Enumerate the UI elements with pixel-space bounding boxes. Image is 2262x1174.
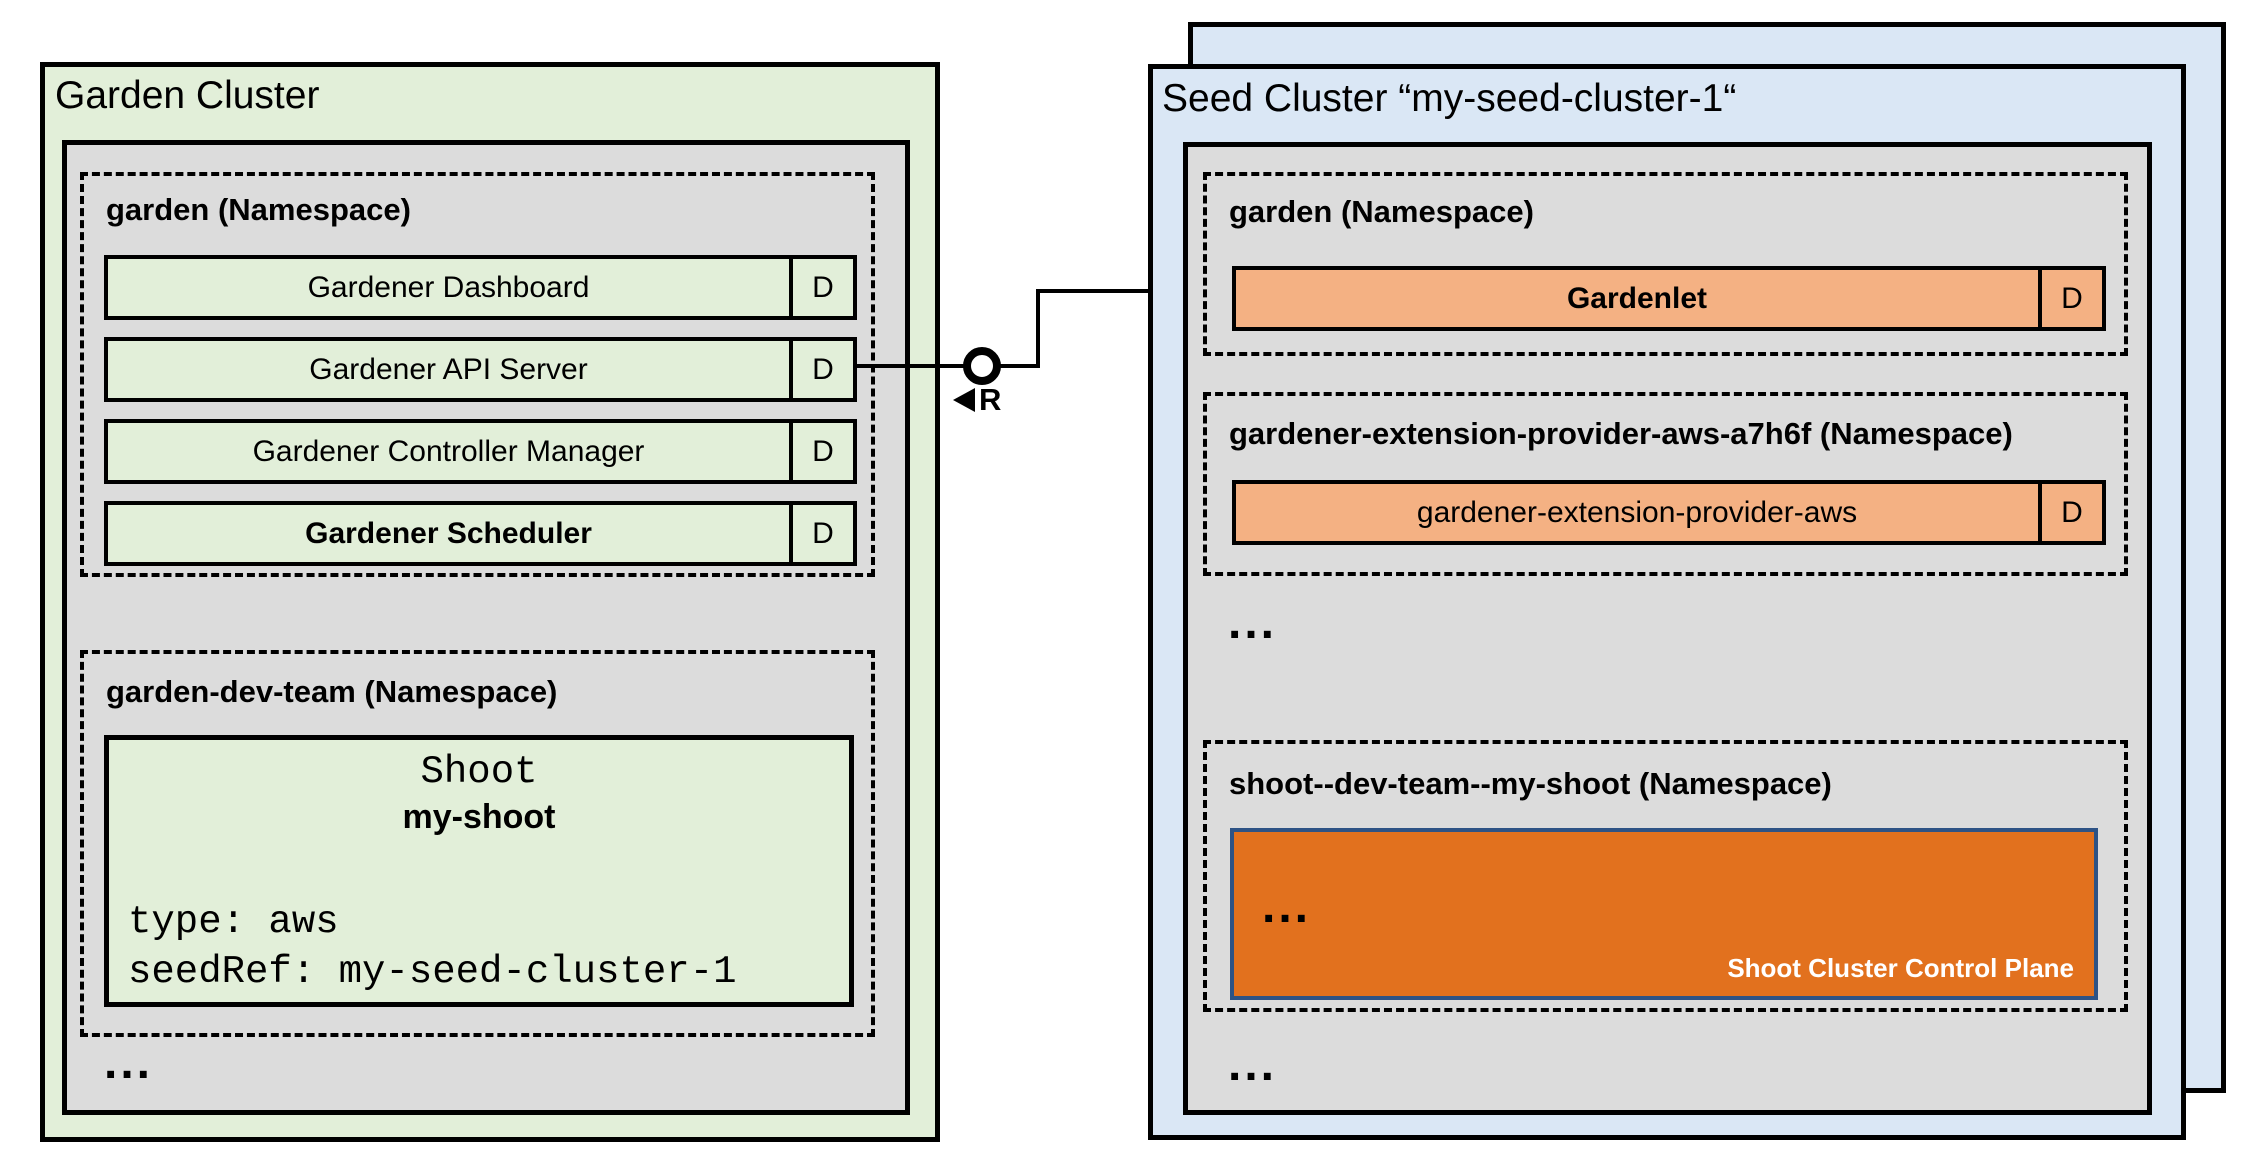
deployment-badge: D	[789, 259, 853, 316]
deployment-badge: D	[2038, 270, 2102, 327]
garden-cluster-box: Garden Cluster garden (Namespace) Garden…	[40, 62, 940, 1142]
component-gardenlet: Gardenlet D	[1232, 266, 2106, 331]
shoot-spec-type: type: aws	[128, 900, 339, 944]
component-gardener-controller-manager: Gardener Controller Manager D	[104, 419, 857, 484]
component-label: Gardenlet	[1566, 281, 1708, 315]
seed-cluster-title: Seed Cluster “my-seed-cluster-1“	[1162, 77, 1737, 120]
namespace-seed-garden-title: garden (Namespace)	[1229, 194, 1534, 229]
namespace-shoot-dev-team-my-shoot: shoot--dev-team--my-shoot (Namespace) ..…	[1203, 740, 2128, 1012]
request-label: R	[979, 382, 1002, 417]
shoot-resource: Shoot my-shoot type: aws seedRef: my-see…	[104, 735, 854, 1007]
more-namespaces-indicator-bottom: ...	[1228, 1038, 1278, 1091]
component-gardener-dashboard: Gardener Dashboard D	[104, 255, 857, 320]
connector-line-gardenlet	[1036, 289, 1236, 293]
deployment-badge: D	[789, 423, 853, 480]
namespace-garden: garden (Namespace) Gardener Dashboard D …	[80, 172, 875, 577]
component-label: gardener-extension-provider-aws	[1416, 495, 1858, 529]
request-direction-arrow-icon	[953, 388, 975, 412]
api-endpoint-circle	[963, 347, 1001, 385]
namespace-garden-dev-team: garden-dev-team (Namespace) Shoot my-sho…	[80, 650, 875, 1037]
component-gardener-scheduler: Gardener Scheduler D	[104, 501, 857, 566]
shoot-cluster-control-plane-box: ... Shoot Cluster Control Plane	[1230, 828, 2098, 1000]
component-label: Gardener Controller Manager	[252, 434, 645, 468]
seed-cluster-box: Seed Cluster “my-seed-cluster-1“ garden …	[1148, 64, 2186, 1140]
shoot-resource-kind: Shoot	[420, 750, 538, 794]
deployment-badge: D	[789, 505, 853, 562]
garden-cluster-panel: garden (Namespace) Gardener Dashboard D …	[62, 140, 910, 1115]
component-extension-provider-aws: gardener-extension-provider-aws D	[1232, 480, 2106, 545]
component-label: Gardener Dashboard	[307, 270, 590, 304]
component-gardener-api-server: Gardener API Server D	[104, 337, 857, 402]
more-namespaces-indicator: ...	[104, 1036, 154, 1089]
connector-line-vertical	[1036, 289, 1040, 368]
namespace-extension-provider-aws: gardener-extension-provider-aws-a7h6f (N…	[1203, 392, 2128, 576]
namespace-garden-dev-team-title: garden-dev-team (Namespace)	[106, 674, 558, 709]
namespace-shoot-dev-team-my-shoot-title: shoot--dev-team--my-shoot (Namespace)	[1229, 766, 1832, 801]
namespace-seed-garden: garden (Namespace) Gardenlet D	[1203, 172, 2128, 356]
deployment-badge: D	[2038, 484, 2102, 541]
shoot-resource-name: my-shoot	[402, 798, 556, 836]
seed-cluster-panel: garden (Namespace) Gardenlet D gardener-…	[1183, 142, 2152, 1115]
component-label: Gardener Scheduler	[305, 516, 592, 550]
component-label: Gardener API Server	[309, 352, 588, 386]
namespace-garden-title: garden (Namespace)	[106, 192, 411, 227]
deployment-badge: D	[789, 341, 853, 398]
shoot-spec-seedref: seedRef: my-seed-cluster-1	[128, 950, 737, 994]
namespace-extension-provider-aws-title: gardener-extension-provider-aws-a7h6f (N…	[1229, 416, 2013, 451]
more-namespaces-indicator-middle: ...	[1228, 596, 1278, 649]
control-plane-more-indicator: ...	[1262, 880, 1312, 933]
connector-line-apiserver	[857, 364, 1040, 368]
shoot-cluster-control-plane-label: Shoot Cluster Control Plane	[1727, 953, 2074, 983]
garden-cluster-title: Garden Cluster	[55, 74, 320, 117]
